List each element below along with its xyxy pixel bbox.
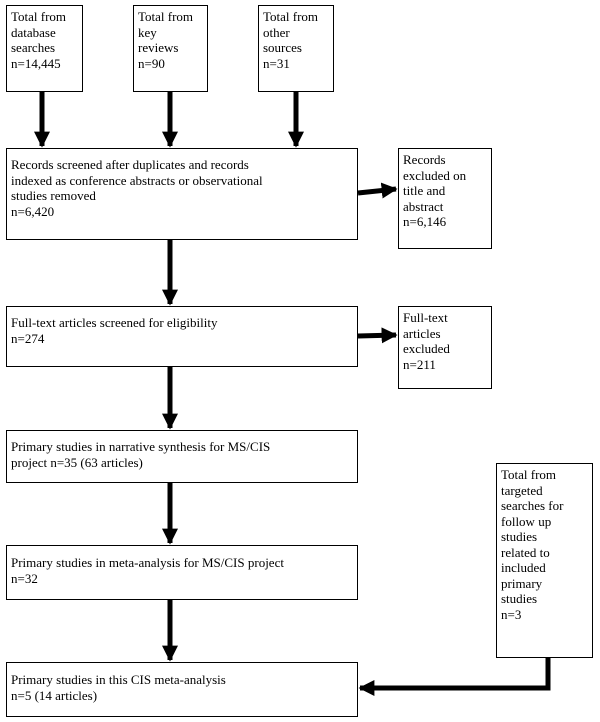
box-line: excluded <box>403 341 450 356</box>
arrow-screened-to-excluded <box>357 182 398 199</box>
box-line: n=90 <box>138 55 165 71</box>
box-line: n=211 <box>403 356 436 372</box>
box-line: included <box>501 560 546 575</box>
box-targeted-searches: Total from targeted searches for follow … <box>496 463 593 658</box>
box-narrative-synthesis: Primary studies in narrative synthesis f… <box>6 430 358 483</box>
box-line: title and <box>403 183 446 198</box>
box-records-excluded: Records excluded on title and abstract n… <box>398 148 492 249</box>
box-line: studies <box>501 591 538 606</box>
box-line: other <box>263 24 290 40</box>
box-fulltext-screened: Full-text articles screened for eligibil… <box>6 306 358 367</box>
box-line: database <box>11 24 56 40</box>
box-key-reviews: Total from key reviews n=90 <box>133 5 208 92</box>
box-line: n=5 (14 articles) <box>11 687 98 703</box>
box-line: Total from <box>138 9 194 24</box>
box-line: Total from <box>501 467 557 482</box>
box-line: reviews <box>138 40 179 55</box>
arrow-fulltext-to-excluded <box>357 327 398 344</box>
box-line: studies <box>501 529 538 544</box>
box-line: n=14,445 <box>11 55 61 71</box>
box-line: primary <box>501 575 543 591</box>
box-line: related to <box>501 544 550 560</box>
box-fulltext-excluded: Full-text articles excluded n=211 <box>398 306 492 389</box>
box-line: n=31 <box>263 55 290 71</box>
box-line: excluded on <box>403 167 467 183</box>
box-line: n=32 <box>11 570 38 586</box>
box-line: Primary studies in narrative synthesis f… <box>11 439 271 454</box>
box-line: n=6,420 <box>11 203 55 219</box>
box-line: Full-text <box>403 310 448 325</box>
box-line: n=6,146 <box>403 214 447 229</box>
box-line: Records <box>403 152 446 167</box>
box-line: indexed as conference abstracts or obser… <box>11 172 263 188</box>
box-line: sources <box>263 40 302 55</box>
box-cis-meta-analysis: Primary studies in this CIS meta-analysi… <box>6 662 358 717</box>
box-line: key <box>138 24 157 40</box>
box-line: targeted <box>501 482 543 498</box>
box-line: project n=35 (63 articles) <box>11 454 143 470</box>
box-line: Records screened after duplicates and re… <box>11 157 249 172</box>
box-line: Primary studies in this CIS meta-analysi… <box>11 672 226 687</box>
box-database-searches: Total from database searches n=14,445 <box>6 5 83 92</box>
box-line: Primary studies in meta-analysis for MS/… <box>11 555 284 570</box>
box-line: n=3 <box>501 606 522 622</box>
box-line: searches for <box>501 498 564 513</box>
box-line: Full-text articles screened for eligibil… <box>11 315 218 330</box>
box-records-screened: Records screened after duplicates and re… <box>6 148 358 240</box>
box-line: follow up <box>501 513 552 529</box>
box-line: searches <box>11 40 56 55</box>
box-line: abstract <box>403 198 444 214</box>
box-line: articles <box>403 325 441 341</box>
box-other-sources: Total from other sources n=31 <box>258 5 334 92</box>
box-meta-analysis-ms-cis: Primary studies in meta-analysis for MS/… <box>6 545 358 600</box>
box-line: Total from <box>263 9 319 24</box>
box-line: n=274 <box>11 330 45 346</box>
box-line: studies removed <box>11 188 96 203</box>
arrow-targeted-to-cis <box>358 658 551 697</box>
box-line: Total from <box>11 9 67 24</box>
